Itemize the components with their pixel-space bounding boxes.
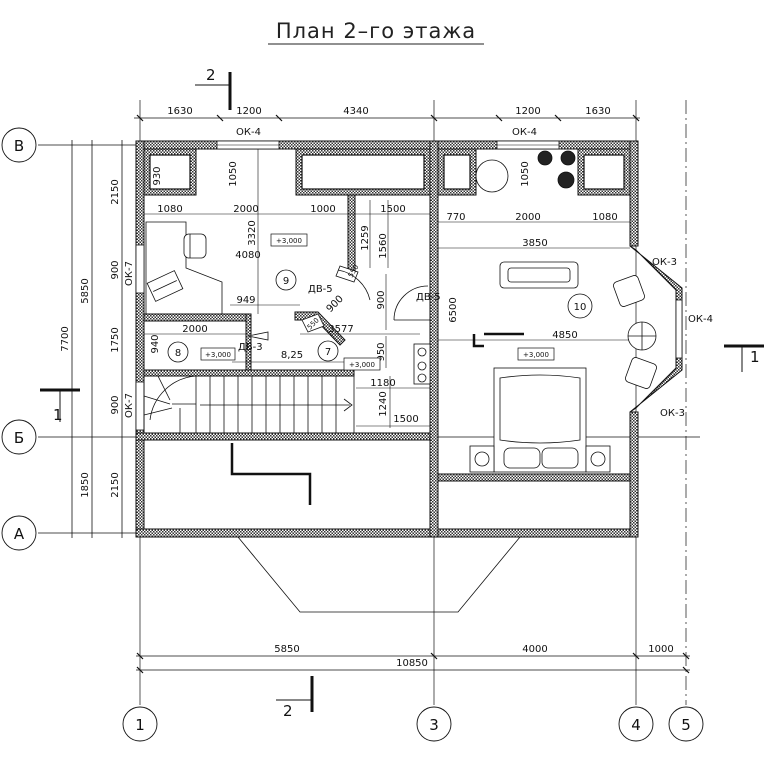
axis-row-v: В [14,137,24,155]
svg-text:2150: 2150 [110,472,121,497]
svg-text:+3,000: +3,000 [349,361,375,369]
svg-text:+3,000: +3,000 [523,351,549,359]
svg-text:7700: 7700 [60,326,71,351]
svg-text:6500: 6500 [448,297,459,322]
axis-col-4: 4 [631,716,641,734]
svg-text:1630: 1630 [585,106,610,117]
svg-text:1240: 1240 [378,391,389,416]
bottom-dimensions: 5850 4000 1000 10850 [136,644,690,674]
svg-text:5850: 5850 [80,278,91,303]
column-axis-markers: 1 3 4 5 [122,706,704,742]
section-left: 1 [53,406,63,424]
window-label: ОК-7 [124,261,135,286]
svg-text:4000: 4000 [522,644,547,655]
svg-text:1050: 1050 [228,161,239,186]
svg-text:930: 930 [152,166,163,185]
svg-text:1750: 1750 [110,327,121,352]
section-bottom: 2 [283,702,293,720]
window-label: ОК-3 [660,408,685,419]
svg-text:10: 10 [574,302,587,313]
svg-text:900: 900 [110,260,121,279]
svg-text:1850: 1850 [80,472,91,497]
svg-text:ДВ-5: ДВ-5 [416,292,441,303]
svg-text:8: 8 [175,348,181,359]
level-marks: +3,000 +3,000 +3,000 +3,000 [200,233,555,371]
plan-title: План 2–го этажа [276,19,476,43]
staircase [143,375,355,434]
window-label: ОК-4 [688,314,713,325]
svg-text:3577: 3577 [328,324,353,335]
svg-text:900: 900 [110,395,121,414]
doors [247,265,430,341]
svg-text:1259: 1259 [360,225,371,250]
axis-col-5: 5 [681,716,691,734]
svg-text:8,25: 8,25 [281,350,303,361]
row-axis-markers: В Б А [1,127,37,551]
svg-text:770: 770 [446,212,465,223]
svg-text:1080: 1080 [592,212,617,223]
svg-text:900: 900 [325,294,346,315]
section-right: 1 [750,348,760,366]
svg-text:3850: 3850 [522,238,547,249]
svg-text:1180: 1180 [370,378,395,389]
svg-text:949: 949 [236,295,255,306]
axis-col-3: 3 [429,716,439,734]
svg-text:1560: 1560 [378,233,389,258]
svg-text:ДВ-3: ДВ-3 [238,342,263,353]
window-label: ОК-4 [512,127,537,138]
svg-text:2150: 2150 [110,179,121,204]
svg-text:4850: 4850 [552,330,577,341]
svg-text:5850: 5850 [274,644,299,655]
section-marks: 2 2 1 1 [40,66,764,720]
walls [135,140,683,538]
section-top: 2 [206,66,216,84]
svg-text:1200: 1200 [236,106,261,117]
balcony-outline [237,536,521,613]
axis-col-1: 1 [135,716,145,734]
windows: ОК-4 ОК-4 ОК-7 ОК-7 ОК-3 ОК-4 ОК-3 [124,127,713,431]
svg-text:9: 9 [283,276,289,287]
furniture [145,150,657,473]
room-markers: 9 8 7 10 [167,269,593,363]
window-label: ОК-3 [652,257,677,268]
svg-text:2000: 2000 [182,324,207,335]
svg-text:10850: 10850 [396,658,428,669]
svg-text:ДВ-5: ДВ-5 [308,284,333,295]
interior-dimension-lines [144,149,630,428]
section-cut-lines [230,332,524,505]
left-dimensions: 7700 5850 1850 2150 900 1750 900 2150 [60,140,123,538]
svg-text:1500: 1500 [380,204,405,215]
svg-text:1200: 1200 [515,106,540,117]
svg-text:1630: 1630 [167,106,192,117]
svg-text:950: 950 [376,342,387,361]
svg-text:900: 900 [376,290,387,309]
svg-text:2000: 2000 [233,204,258,215]
svg-text:4340: 4340 [343,106,368,117]
window-label: ОК-4 [236,127,261,138]
svg-text:+3,000: +3,000 [276,237,302,245]
svg-text:1500: 1500 [393,414,418,425]
svg-text:7: 7 [325,347,331,358]
svg-text:1000: 1000 [310,204,335,215]
svg-text:2000: 2000 [515,212,540,223]
axis-row-b: Б [14,429,24,447]
svg-text:4080: 4080 [235,250,260,261]
svg-text:1000: 1000 [648,644,673,655]
top-dimensions: 1630 1200 4340 1200 1630 [134,106,640,122]
svg-text:1080: 1080 [157,204,182,215]
svg-text:+3,000: +3,000 [205,351,231,359]
svg-text:3320: 3320 [247,220,258,245]
window-label: ОК-7 [124,393,135,418]
svg-text:940: 940 [150,334,161,353]
svg-text:1050: 1050 [520,161,531,186]
axis-row-a: А [14,525,25,543]
interior-dimension-texts: 930 1050 1050 1080 2000 1000 1500 770 20… [150,161,618,425]
